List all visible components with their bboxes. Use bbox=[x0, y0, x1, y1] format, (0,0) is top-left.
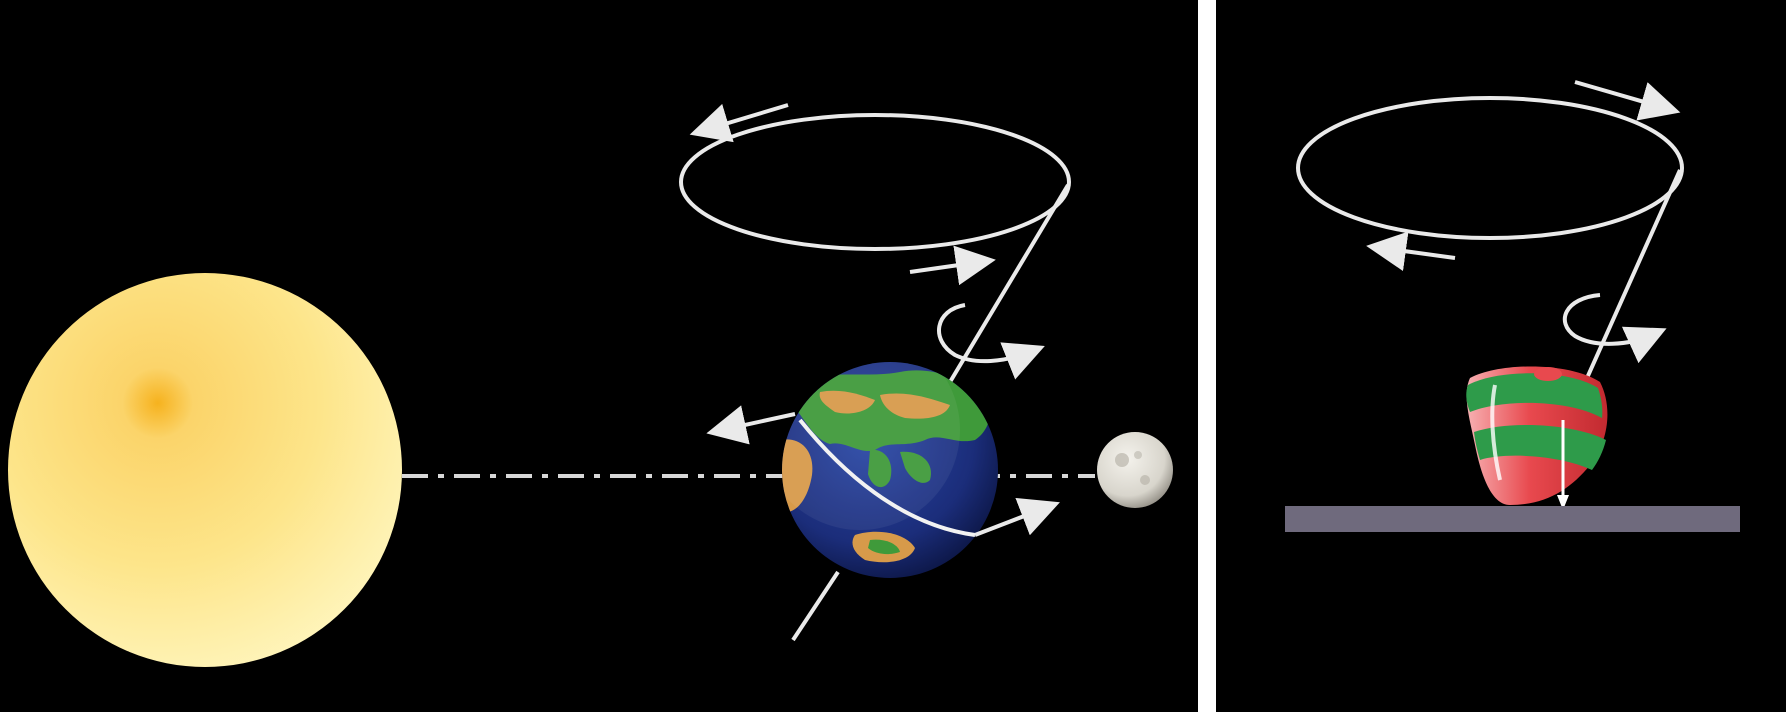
top-rotation-arrow bbox=[1565, 295, 1652, 344]
top-precession-arrow-upper bbox=[1575, 82, 1665, 108]
top-precession-arrow-lower bbox=[1382, 248, 1455, 258]
sun-icon bbox=[8, 273, 402, 667]
earth-precession-ellipse bbox=[681, 115, 1069, 249]
table-surface bbox=[1285, 506, 1740, 532]
left-panel bbox=[8, 105, 1173, 667]
earth-rotation-arrow bbox=[939, 305, 1030, 361]
precession-arrow-inner bbox=[910, 262, 980, 272]
moon-icon bbox=[1097, 432, 1173, 508]
earth-axis-upper bbox=[950, 185, 1068, 382]
panel-divider bbox=[1198, 0, 1216, 712]
torque-arrow-left bbox=[722, 414, 795, 430]
spinning-top-icon bbox=[1466, 366, 1607, 510]
right-panel bbox=[1285, 82, 1740, 532]
earth-icon bbox=[760, 330, 998, 578]
earth-axis-lower bbox=[793, 572, 838, 640]
top-precession-ellipse bbox=[1298, 98, 1682, 238]
